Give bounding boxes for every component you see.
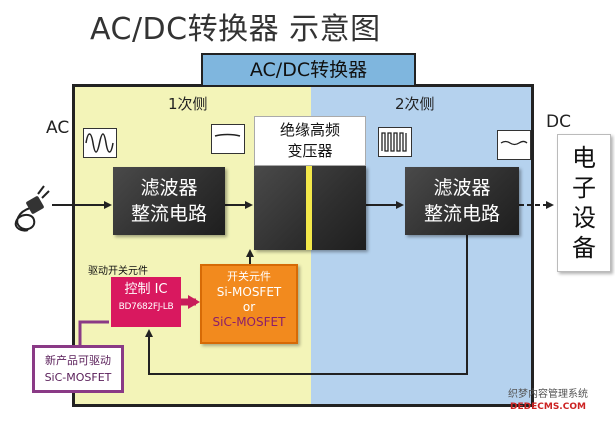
device-char: 备 [572,234,596,262]
pulse-square-wave-icon [378,127,412,157]
transformer-label-line2: 变压器 [287,142,333,160]
converter-label: AC/DC转换器 [201,53,416,87]
secondary-rectifier-label: 整流电路 [423,203,500,225]
new-product-line2: SiC-MOSFET [44,371,112,384]
secondary-filter-rectifier: 滤波器 整流电路 [405,167,519,235]
switch-element-box: 开关元件 Si-MOSFET or SiC-MOSFET [200,264,298,344]
primary-side-label: 1次侧 [168,95,208,113]
device-char: 设 [572,204,596,232]
ac-sine-wave-icon [83,128,117,158]
control-ic-part-number: BD7682FJ-LB [118,302,174,312]
watermark-line1: 织梦内容管理系统 [508,389,588,400]
new-product-line1: 新产品可驱动 [45,354,111,367]
new-product-callout: 新产品可驱动 SiC-MOSFET [32,345,124,393]
dc-ripple-wave-icon [497,130,531,160]
page-title: AC/DC转换器 示意图 [90,12,381,47]
switch-option-si: Si-MOSFET [216,285,282,299]
primary-rectifier-label: 整流电路 [130,203,207,225]
transformer-label-line1: 绝缘高频 [279,121,340,139]
watermark: 织梦内容管理系统 DEDECMS.COM [508,388,588,414]
secondary-filter-label: 滤波器 [433,177,491,199]
primary-filter-label: 滤波器 [140,177,198,199]
driver-caption: 驱动开关元件 [88,266,148,277]
device-char: 子 [572,174,596,202]
dc-output-label: DC [546,112,571,132]
switch-option-sic: SiC-MOSFET [212,315,286,329]
power-plug-icon [14,185,50,232]
primary-filter-rectifier: 滤波器 整流电路 [113,167,225,235]
control-ic-box: 控制 IC BD7682FJ-LB [111,277,181,327]
secondary-side-label: 2次侧 [395,95,435,113]
switch-option-or: or [242,300,256,314]
watermark-line2: DEDECMS.COM [510,402,586,412]
electronic-device-box: 电 子 设 备 [557,134,611,272]
switch-element-title: 开关元件 [227,270,271,283]
device-char: 电 [572,144,596,172]
ac-input-label: AC [46,118,70,138]
control-ic-label: 控制 IC [124,282,168,297]
rectified-flat-wave-icon [211,124,245,154]
transformer-label-box: 绝缘高频 变压器 [254,116,366,166]
transformer-insulation-stripe [306,166,312,250]
